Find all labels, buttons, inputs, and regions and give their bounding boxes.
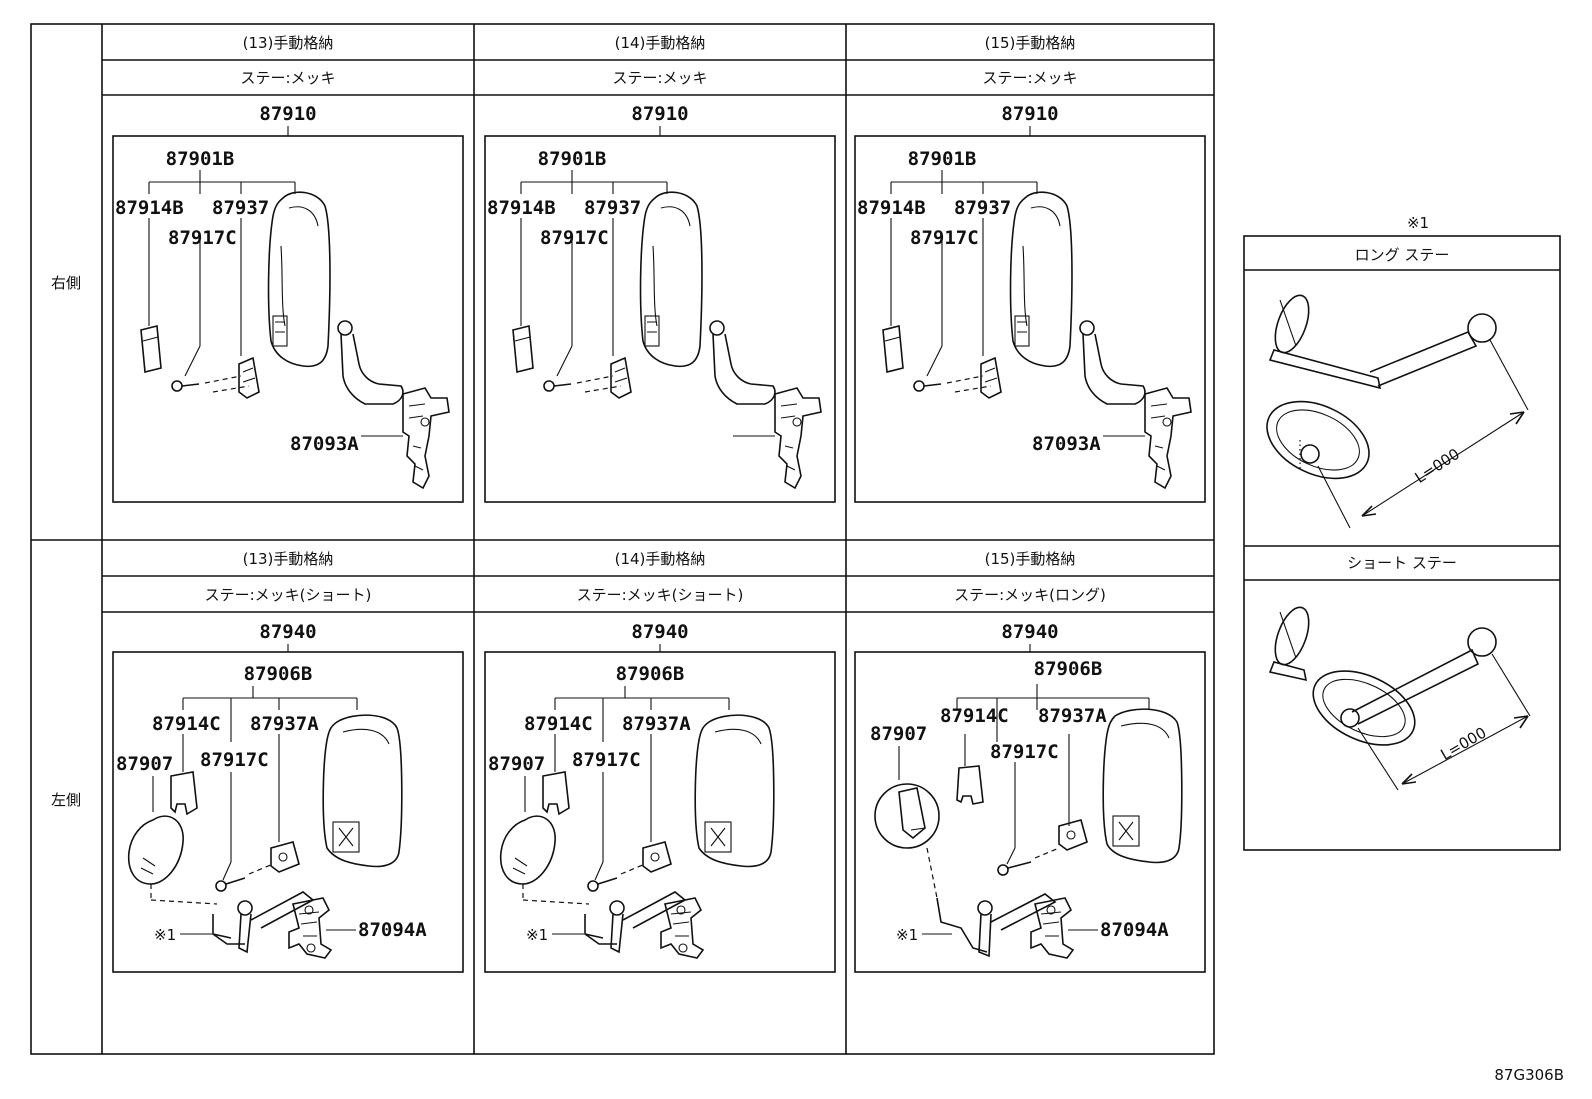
part-number: 87914C [524,713,593,735]
long-stay-title: ロング ステー [1355,246,1450,264]
assembly-drawing-box [854,651,1206,973]
part-number: 87914B [857,197,926,219]
assembly-drawing-box [484,135,836,503]
assembly-drawing-box [854,135,1206,503]
part-number: 87917C [572,749,641,771]
sub-assembly-part-number: 87906B [616,663,685,685]
small-mirror-part-number: 87907 [870,723,927,745]
part-number: 87937A [250,713,319,735]
column-15: (15)手動格納 ステー:メッキ 87910 87901B 87914B 879… [854,34,1206,973]
assembly-drawing-box [112,651,464,973]
column-header: (13)手動格納 [243,550,334,568]
assembly-part-number: 87910 [1001,103,1058,125]
right-mirror-assembly-drawing [512,169,822,489]
column-header: (15)手動格納 [985,550,1076,568]
part-number: 87917C [990,741,1059,763]
assembly-part-number: 87910 [259,103,316,125]
bracket-part-number: 87094A [1100,919,1169,941]
part-number: 87914C [940,705,1009,727]
stay-type: ステー:メッキ [612,69,707,87]
assembly-drawing-box [484,651,836,973]
stay-type: ステー:メッキ(ショート) [205,586,372,604]
assembly-part-number: 87940 [1001,621,1058,643]
column-header: (15)手動格納 [985,34,1076,52]
column-14: (14)手動格納 ステー:メッキ 87910 87901B 87914B 879… [484,34,836,973]
side-panel-note: ※1 [1407,214,1429,232]
sub-assembly-part-number: 87901B [538,148,607,170]
part-number: 87917C [540,227,609,249]
length-label: L=000 [1412,445,1463,487]
part-number: 87917C [910,227,979,249]
part-number: 87917C [200,749,269,771]
stay-type: ステー:メッキ [982,69,1077,87]
bracket-part-number: 87094A [358,919,427,941]
stay-type: ステー:メッキ(ロング) [954,586,1106,604]
small-mirror-part-number: 87907 [116,753,173,775]
column-header: (13)手動格納 [243,34,334,52]
short-stay-drawing: L=000 [1268,606,1531,791]
sub-assembly-part-number: 87906B [1034,658,1103,680]
sub-assembly-part-number: 87901B [166,148,235,170]
short-stay-title: ショート ステー [1347,554,1457,572]
column-13: (13)手動格納 ステー:メッキ 87910 87901B 87914B 879… [112,34,464,973]
long-stay-drawing: L=000 [1266,294,1529,529]
right-side-label: 右側 [51,274,81,292]
part-number: 87917C [168,227,237,249]
bracket-part-number: 87093A [290,433,359,455]
note-marker: ※1 [526,926,548,944]
part-number: 87937 [954,197,1011,219]
sub-assembly-part-number: 87901B [908,148,977,170]
assembly-part-number: 87940 [631,621,688,643]
main-table-grid [30,23,1215,1055]
sub-assembly-part-number: 87906B [244,663,313,685]
part-number: 87914C [152,713,221,735]
assembly-drawing-box [112,135,464,503]
small-mirror-part-number: 87907 [488,753,545,775]
left-side-label: 左側 [51,791,81,809]
part-number: 87937A [1038,705,1107,727]
part-number: 87937 [584,197,641,219]
stay-type: ステー:メッキ [240,69,335,87]
stay-reference-panel: ※1 ロング ステー ショート ステー L=000 [1243,214,1561,851]
assembly-part-number: 87910 [631,103,688,125]
part-number: 87937A [622,713,691,735]
column-header: (14)手動格納 [615,550,706,568]
length-label: L=000 [1438,723,1490,763]
figure-code: 87G306B [1494,1066,1564,1084]
part-number: 87914B [487,197,556,219]
part-number: 87937 [212,197,269,219]
stay-type: ステー:メッキ(ショート) [577,586,744,604]
note-marker: ※1 [154,926,176,944]
note-marker: ※1 [896,926,918,944]
column-header: (14)手動格納 [615,34,706,52]
part-number: 87914B [115,197,184,219]
assembly-part-number: 87940 [259,621,316,643]
bracket-part-number: 87093A [1032,433,1101,455]
